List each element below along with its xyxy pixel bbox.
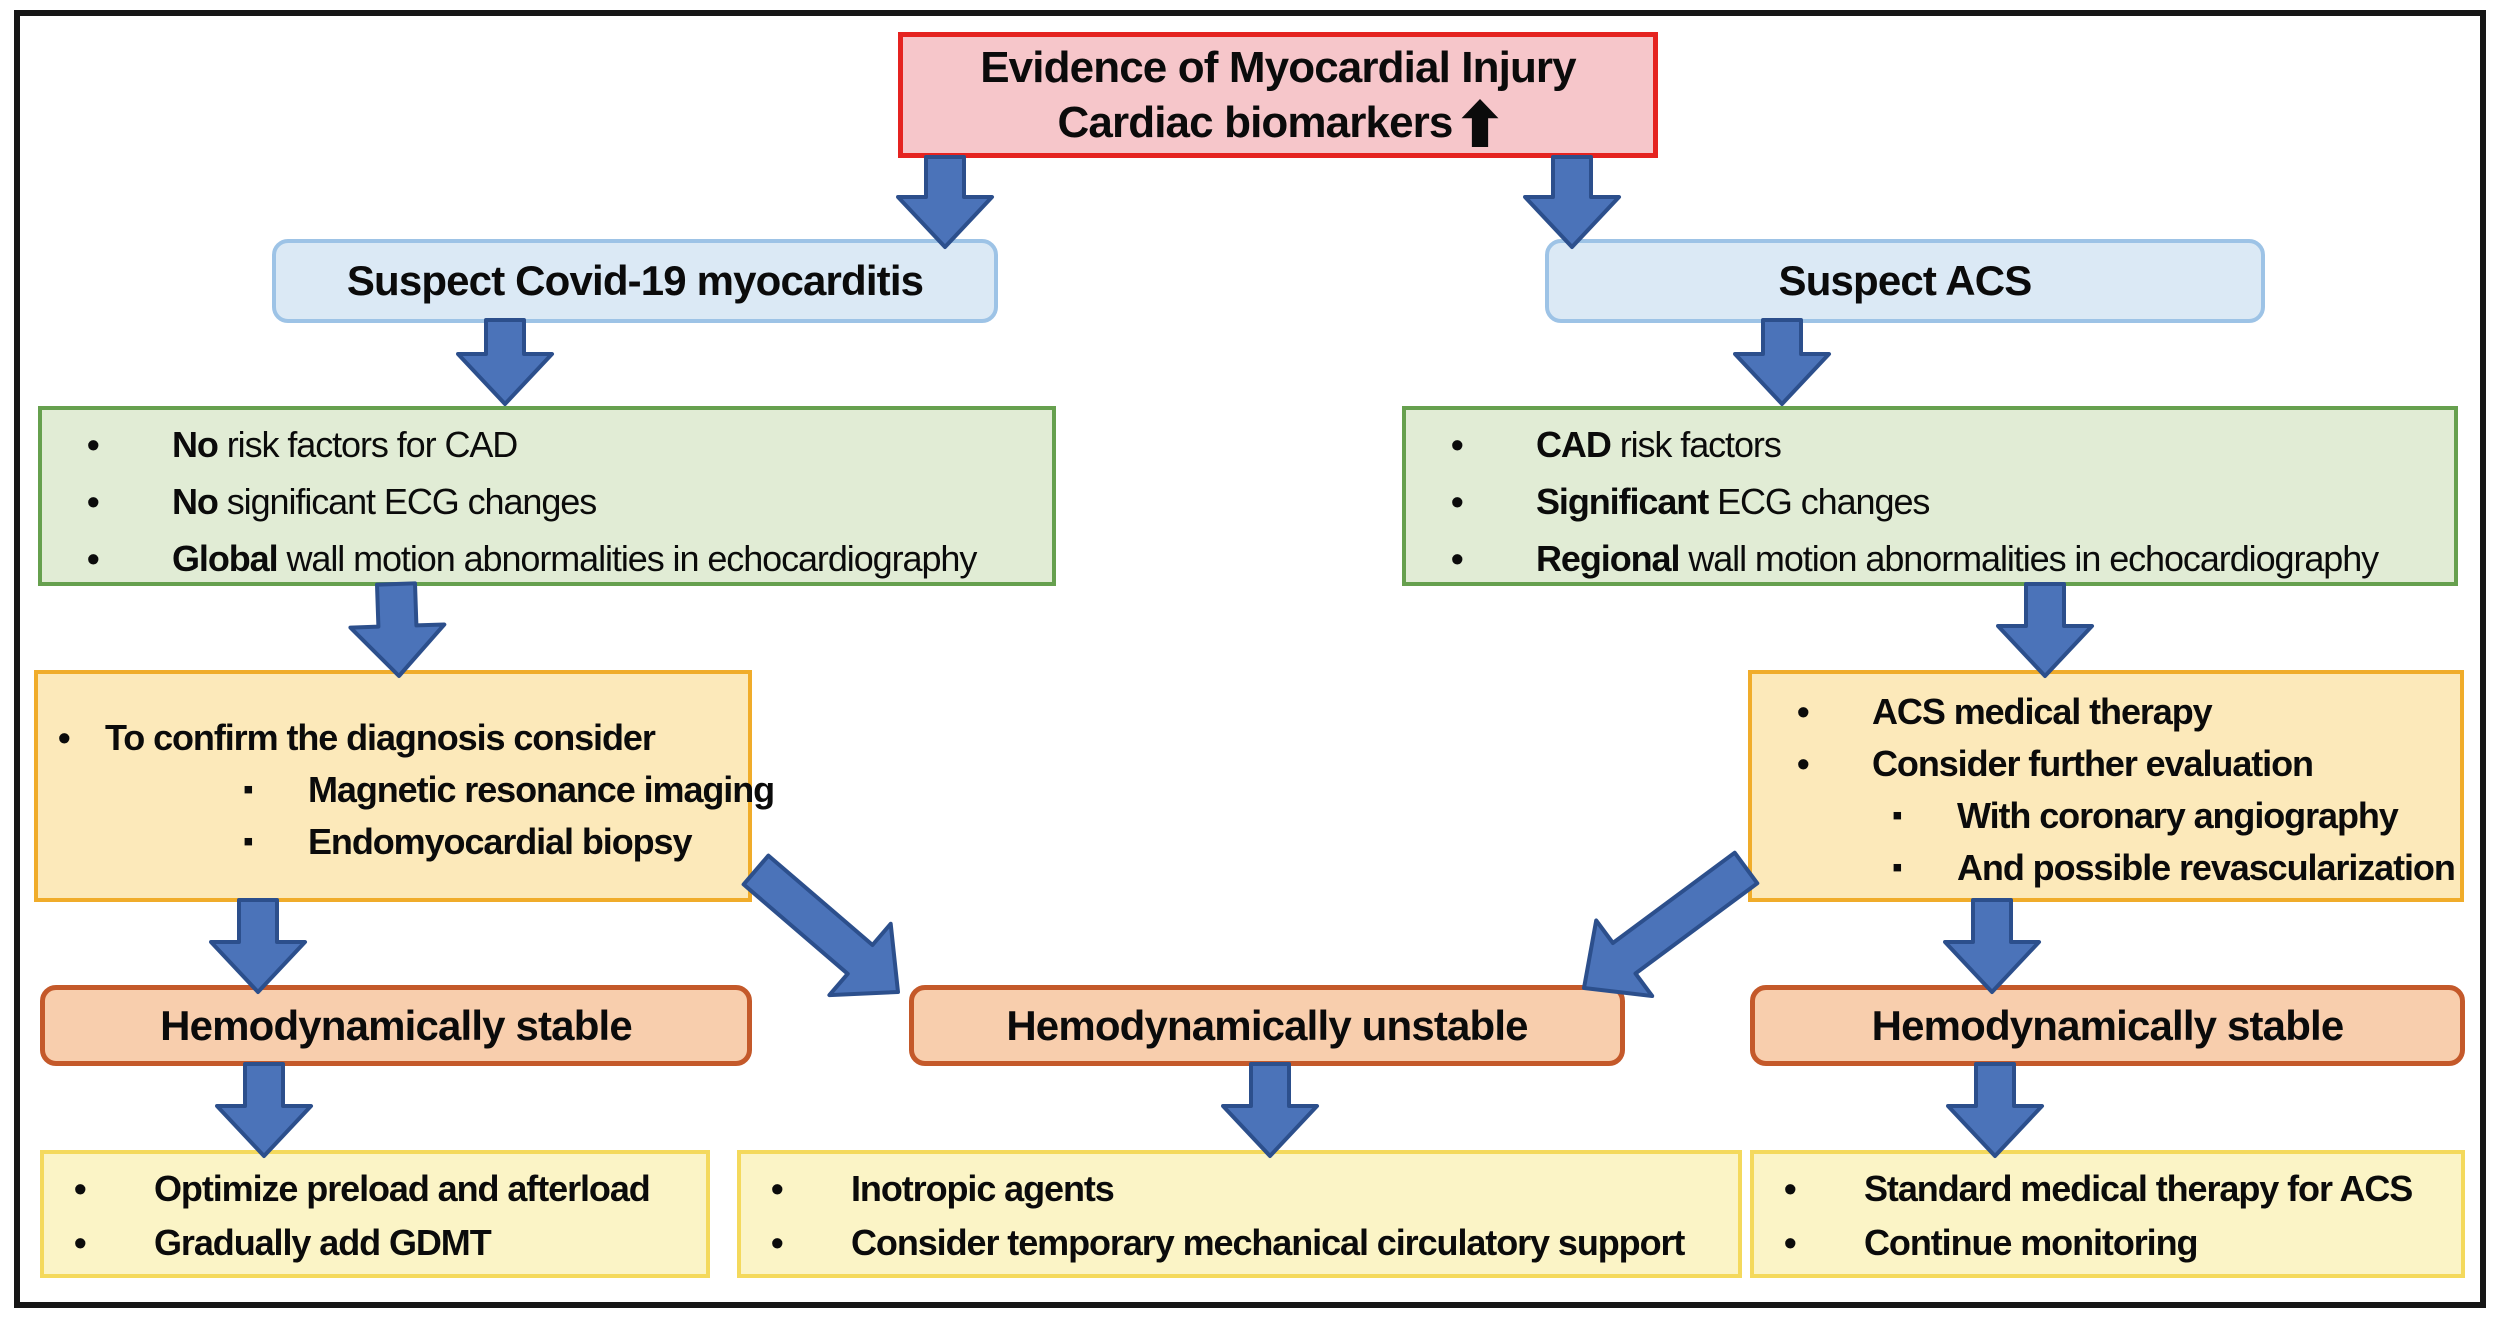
list-item: • Consider further evaluation [1752, 738, 2460, 790]
bullet-icon: • [771, 1222, 784, 1263]
covid-criteria-node: • No risk factors for CAD • No significa… [38, 406, 1056, 586]
bullet-icon: • [87, 538, 100, 579]
unstable-actions-node: • Inotropic agents • Consider temporary … [737, 1150, 1742, 1278]
hemodynamically-stable-left-node: Hemodynamically stable [40, 985, 752, 1066]
bullet-icon: • [1451, 538, 1464, 579]
square-bullet-icon: ▪ [243, 773, 254, 806]
list-item: • Global wall motion abnormalities in ec… [42, 530, 1052, 587]
list-item: • No risk factors for CAD [42, 416, 1052, 473]
bullet-icon: • [1784, 1222, 1797, 1263]
list-item: • No significant ECG changes [42, 473, 1052, 530]
list-item: • Significant ECG changes [1406, 473, 2454, 530]
acs-criteria-node: • CAD risk factors • Significant ECG cha… [1402, 406, 2458, 586]
list-subitem: ▪ And possible revascularization [1752, 842, 2460, 894]
suspect-covid-label: Suspect Covid-19 myocarditis [346, 257, 924, 304]
bullet-icon: • [1784, 1168, 1797, 1209]
bullet-icon: • [1797, 743, 1810, 784]
stable-left-actions-node: • Optimize preload and afterload • Gradu… [40, 1150, 710, 1278]
square-bullet-icon: ▪ [1892, 851, 1903, 884]
list-subitem: ▪ With coronary angiography [1752, 790, 2460, 842]
evidence-line2: Cardiac biomarkers [1057, 95, 1498, 150]
bullet-icon: • [87, 424, 100, 465]
suspect-acs-label: Suspect ACS [1778, 257, 2033, 304]
bullet-icon: • [771, 1168, 784, 1209]
hemodynamically-unstable-node: Hemodynamically unstable [909, 985, 1625, 1066]
list-item: • Inotropic agents [741, 1162, 1738, 1216]
list-item: • Regional wall motion abnormalities in … [1406, 530, 2454, 587]
hemodynamically-stable-right-node: Hemodynamically stable [1750, 985, 2465, 1066]
list-subitem: ▪ Endomyocardial biopsy [38, 816, 748, 868]
list-item: • To confirm the diagnosis consider [38, 712, 748, 764]
bullet-icon: • [1451, 481, 1464, 522]
bullet-icon: • [1451, 424, 1464, 465]
list-item: • CAD risk factors [1406, 416, 2454, 473]
biomarkers-label: Cardiac biomarkers [1057, 98, 1453, 147]
bullet-icon: • [1797, 691, 1810, 732]
bullet-icon: • [58, 717, 71, 758]
bullet-icon: • [74, 1222, 87, 1263]
evidence-line1: Evidence of Myocardial Injury [980, 43, 1576, 92]
square-bullet-icon: ▪ [1892, 799, 1903, 832]
list-item: • Standard medical therapy for ACS [1754, 1162, 2461, 1216]
acs-workup-node: • ACS medical therapy • Consider further… [1748, 670, 2464, 902]
list-item: • Gradually add GDMT [44, 1216, 706, 1270]
list-item: • Optimize preload and afterload [44, 1162, 706, 1216]
list-item: • Consider temporary mechanical circulat… [741, 1216, 1738, 1270]
diagram-frame [14, 10, 2486, 1308]
list-item: • ACS medical therapy [1752, 686, 2460, 738]
bullet-icon: • [87, 481, 100, 522]
square-bullet-icon: ▪ [243, 825, 254, 858]
covid-workup-node: • To confirm the diagnosis consider ▪ Ma… [34, 670, 775, 902]
increase-arrow-icon [1461, 98, 1498, 147]
suspect-covid-myocarditis-node: Suspect Covid-19 myocarditis [272, 239, 998, 323]
bullet-icon: • [74, 1168, 87, 1209]
list-subitem: ▪ Magnetic resonance imaging [38, 764, 775, 816]
suspect-acs-node: Suspect ACS [1545, 239, 2265, 323]
stable-right-actions-node: • Standard medical therapy for ACS • Con… [1750, 1150, 2465, 1278]
evidence-of-myocardial-injury-node: Evidence of Myocardial Injury Cardiac bi… [898, 32, 1658, 158]
list-item: • Continue monitoring [1754, 1216, 2461, 1270]
